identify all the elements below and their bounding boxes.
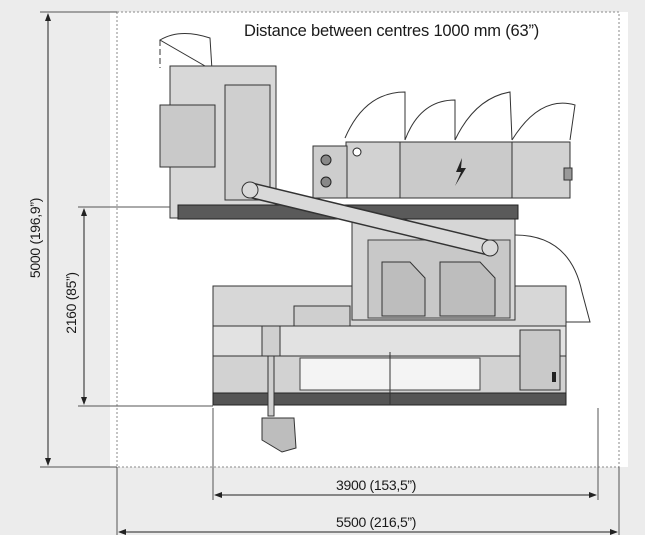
installation-boundary <box>116 11 620 468</box>
control-pendant <box>261 325 297 453</box>
dimension-label-5000: 5000 (196,9”) <box>27 197 43 279</box>
extension-lines <box>40 11 620 535</box>
lightning-icon <box>455 158 466 186</box>
diagram-title: Distance between centres 1000 mm (63”) <box>244 22 540 40</box>
door-swing-arcs <box>159 33 591 323</box>
flexible-arm <box>241 181 499 257</box>
dimension-label-3900: 3900 (153,5”) <box>336 477 417 493</box>
dimension-label-2160: 2160 (85”) <box>63 272 79 334</box>
warning-icon <box>352 147 362 157</box>
dimension-label-5500: 5500 (216,5”) <box>336 514 417 530</box>
dimension-lines <box>45 13 618 535</box>
